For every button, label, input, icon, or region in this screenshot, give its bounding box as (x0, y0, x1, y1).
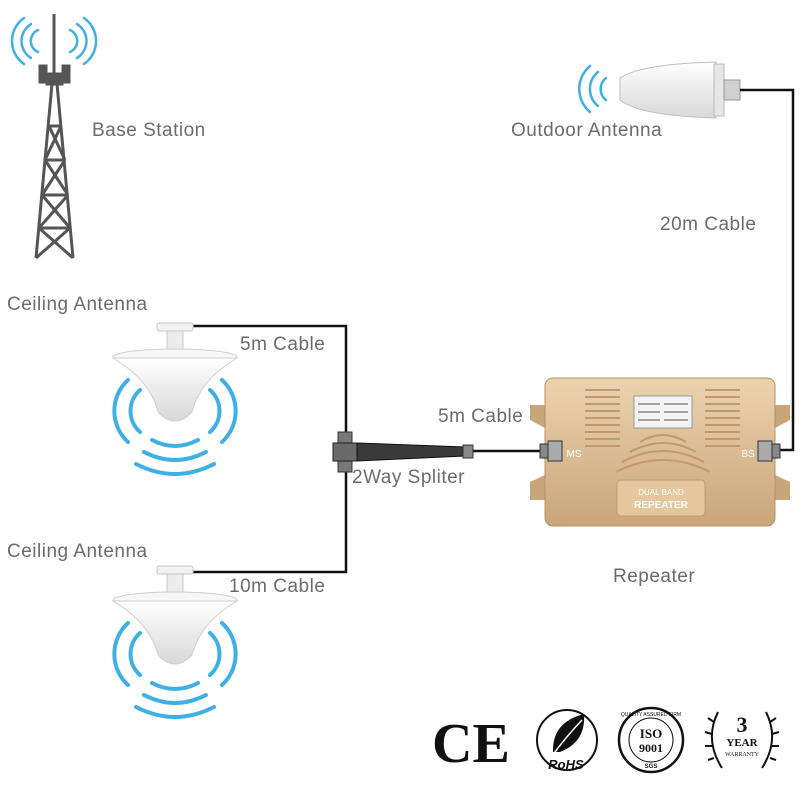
ceiling-2-signal-waves (112, 621, 238, 719)
repeater-connectors (539, 440, 781, 462)
repeater-name-text: REPEATER (634, 500, 688, 511)
repeater-port-ms-label: MS (567, 449, 582, 460)
iso-9001-logo-icon: QUALITY ASSURED FIRM ISO 9001 SGS (617, 706, 685, 774)
ceiling-antenna-1-icon (111, 322, 239, 476)
ce-mark-text: CE (432, 713, 510, 775)
cable-5m-top-label: 5m Cable (240, 334, 326, 355)
outdoor-signal-waves (578, 64, 608, 114)
ce-mark-icon: CE (432, 713, 510, 775)
outdoor-antenna-label: Outdoor Antenna (511, 120, 663, 141)
cable-5m-top (184, 324, 348, 448)
ceiling-1-signal-waves (112, 378, 238, 476)
cable-5m-mid-label: 5m Cable (438, 406, 524, 427)
repeater-band-text: DUAL BAND (638, 488, 684, 497)
ceiling-antenna-1-label: Ceiling Antenna (7, 294, 148, 315)
rohs-logo-icon: RoHS (536, 709, 598, 772)
ceiling-antenna-2-label: Ceiling Antenna (7, 541, 148, 562)
warranty-laurel (704, 711, 780, 769)
cable-20m (740, 88, 795, 452)
repeater-device: DUAL BAND REPEATER MS BS (530, 377, 790, 527)
cable-20m-label: 20m Cable (660, 214, 757, 235)
splitter-label: 2Way Spliter (352, 467, 465, 488)
warranty-number: 3 (737, 712, 748, 737)
repeater-port-bs-label: BS (741, 449, 755, 460)
outdoor-antenna-icon (578, 61, 741, 119)
iso-label: ISO (640, 726, 662, 741)
iso-number: 9001 (639, 741, 663, 755)
base-station-tower-icon (10, 14, 98, 260)
warranty-logo-icon: 3 YEAR WARRANTY (704, 711, 780, 769)
cable-10m-label: 10m Cable (229, 576, 326, 597)
iso-sgs-text: SGS (645, 764, 658, 770)
cable-lines (184, 88, 795, 574)
warranty-unit: YEAR (726, 737, 758, 749)
cable-10m (184, 460, 348, 574)
warranty-text: WARRANTY (725, 752, 760, 758)
repeater-label: Repeater (613, 566, 696, 587)
splitter-icon (332, 431, 474, 473)
rohs-text: RoHS (548, 757, 584, 772)
iso-top-text: QUALITY ASSURED FIRM (621, 712, 681, 718)
base-station-label: Base Station (92, 120, 206, 141)
ceiling-antenna-2-icon (111, 565, 239, 719)
tower-signal-waves (10, 16, 98, 66)
